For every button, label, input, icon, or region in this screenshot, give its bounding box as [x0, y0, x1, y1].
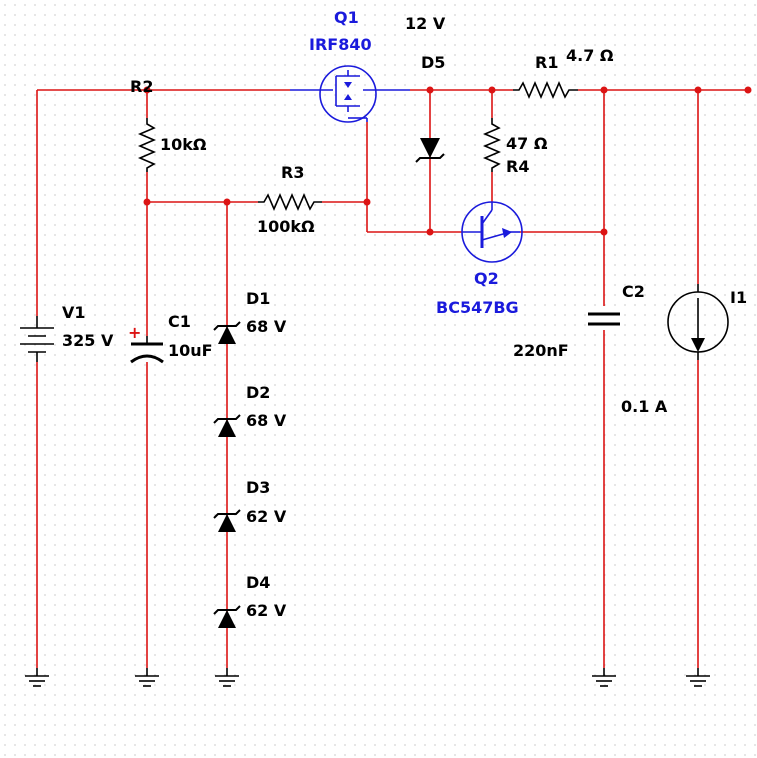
component-v1[interactable]: V1 325 V: [20, 303, 114, 362]
npn-transistor-icon: [461, 201, 523, 263]
ref-label: D4: [246, 573, 270, 592]
wires: [36, 89, 748, 668]
component-r2[interactable]: R2 10kΩ: [130, 77, 207, 172]
polarized-capacitor-icon: [130, 336, 164, 364]
component-d4[interactable]: D4 62 V: [213, 573, 287, 628]
value-label: 47 Ω: [506, 134, 548, 153]
component-q2[interactable]: Q2 BC547BG: [436, 201, 523, 317]
resistor-icon: [482, 118, 502, 172]
value-label: IRF840: [309, 35, 372, 54]
resistor-icon: [258, 192, 322, 212]
ref-label: D5: [421, 53, 445, 72]
component-r4[interactable]: 47 Ω R4: [482, 118, 548, 176]
value-label: 62 V: [246, 601, 287, 620]
resistor-icon: [513, 80, 578, 100]
value-label: 4.7 Ω: [566, 46, 614, 65]
zener-diode-icon: [213, 605, 241, 628]
value-label: 68 V: [246, 411, 287, 430]
value-label: 12 V: [405, 14, 446, 33]
ref-label: R2: [130, 77, 153, 96]
current-source-icon: [667, 284, 729, 360]
value-label: 0.1 A: [621, 397, 668, 416]
value-label: 10kΩ: [160, 135, 207, 154]
ref-label: V1: [62, 303, 86, 322]
component-c1[interactable]: + C1 10uF: [128, 312, 213, 364]
ref-label: D1: [246, 289, 270, 308]
component-r3[interactable]: R3 100kΩ: [257, 163, 322, 236]
value-label: 100kΩ: [257, 217, 315, 236]
ref-label: C2: [622, 282, 645, 301]
ref-label: R1: [535, 53, 558, 72]
zener-diode-icon: [415, 138, 445, 163]
dc-voltage-source-icon: [20, 316, 54, 362]
ref-label: Q1: [334, 8, 359, 27]
component-r1[interactable]: R1 4.7 Ω: [513, 46, 614, 100]
component-d1[interactable]: D1 68 V: [213, 289, 287, 344]
ref-label: R3: [281, 163, 304, 182]
junction-nodes: [143, 86, 752, 236]
value-label: BC547BG: [436, 298, 519, 317]
ref-label: I1: [730, 288, 747, 307]
nmos-transistor-icon: [290, 65, 410, 123]
ref-label: D2: [246, 383, 270, 402]
zener-diode-icon: [213, 509, 241, 532]
value-label: 68 V: [246, 317, 287, 336]
value-label: 62 V: [246, 507, 287, 526]
component-d2[interactable]: D2 68 V: [213, 383, 287, 437]
capacitor-icon: [588, 312, 620, 326]
zener-diode-icon: [213, 321, 241, 344]
ref-label: Q2: [474, 269, 499, 288]
ref-label: C1: [168, 312, 191, 331]
component-d3[interactable]: D3 62 V: [213, 478, 287, 532]
component-i1[interactable]: I1 0.1 A: [621, 284, 747, 416]
value-label: 220nF: [513, 341, 569, 360]
resistor-icon: [137, 118, 157, 172]
ref-label: R4: [506, 157, 529, 176]
component-d5[interactable]: 12 V D5: [405, 14, 446, 163]
ground-symbols: [24, 668, 711, 687]
value-label: 325 V: [62, 331, 114, 350]
value-label: 10uF: [168, 341, 213, 360]
zener-diode-icon: [213, 414, 241, 437]
component-q1[interactable]: Q1 IRF840: [290, 8, 410, 123]
ref-label: D3: [246, 478, 270, 497]
component-c2[interactable]: C2 220nF: [513, 282, 645, 360]
polarity-mark: +: [128, 323, 141, 342]
